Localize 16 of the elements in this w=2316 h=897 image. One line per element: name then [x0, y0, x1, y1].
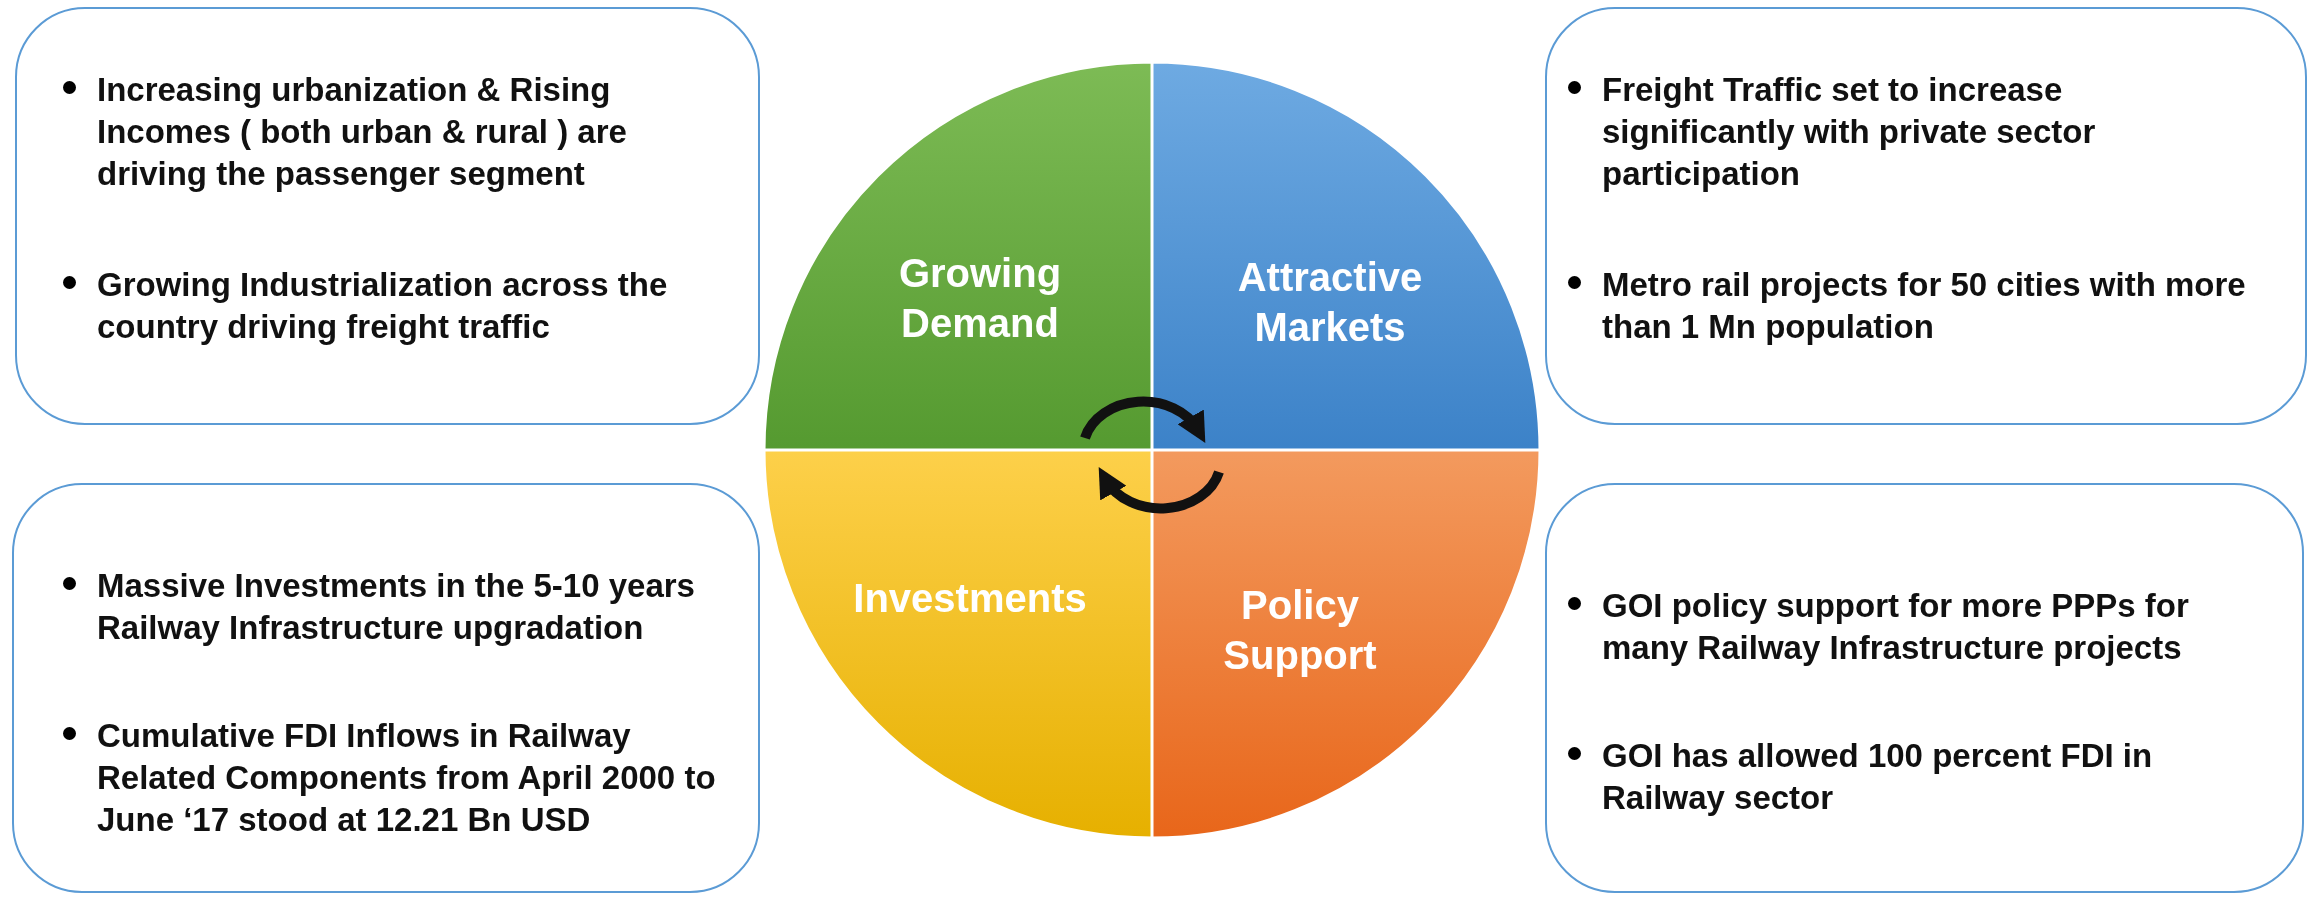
text-panel — [1545, 483, 2304, 893]
bullet-text: GOI policy support for more PPPs for many Railway Infrastructure projects — [1602, 586, 2190, 668]
bullet-text: Massive Investments in the 5-10 years Railway Infrastructure upgradation — [97, 566, 696, 648]
segment-label: Growing Demand — [897, 250, 1063, 347]
text-panel — [1545, 7, 2307, 425]
bullet-text: GOI has allowed 100 percent FDI in Railway sector — [1602, 736, 2154, 818]
bullet-text: Growing Industrialization across the country driving freight traffic — [97, 265, 669, 347]
bullet-text: Increasing urbanization & Rising Incomes ( both urban & rural ) are driving the passenger segment — [97, 70, 628, 194]
text-panel — [15, 7, 760, 425]
segment-label: Attractive Markets — [1236, 254, 1424, 351]
segment-label: Policy Support — [1222, 582, 1378, 679]
bullet-text: Metro rail projects for 50 cities with more than 1 Mn population — [1602, 265, 2247, 347]
text-panel — [12, 483, 760, 893]
bullet-text: Cumulative FDI Inflows in Railway Related Components from April 2000 to June ‘17 stood at 12.21 Bn USD — [97, 716, 717, 840]
bullet-text: Freight Traffic set to increase significantly with private sector participation — [1602, 70, 2097, 194]
segment-label: Investments — [852, 575, 1088, 622]
